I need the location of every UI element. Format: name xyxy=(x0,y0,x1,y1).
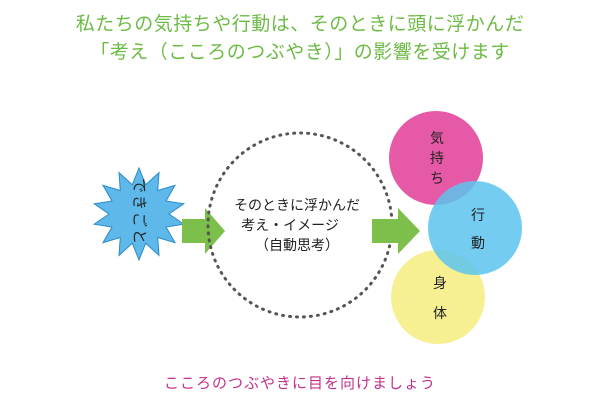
thought-line-3: （自動思考） xyxy=(255,238,339,254)
arrow-thought-to-outcomes xyxy=(372,208,420,254)
action-label: 行動 xyxy=(471,208,485,252)
body-label-char: 体 xyxy=(433,306,447,322)
feeling-circle xyxy=(389,111,483,205)
feeling-label-char: 持 xyxy=(430,151,444,167)
arrow-event-to-thought xyxy=(182,208,225,254)
body-label: 身体 xyxy=(433,276,447,322)
thought-line-2: 考え・イメージ xyxy=(241,218,339,234)
action-label-char: 動 xyxy=(471,236,485,252)
feeling-label-char: ち xyxy=(430,171,444,187)
header-line-1: 私たちの気持ちや行動は、そのときに頭に浮かんだ xyxy=(75,13,525,35)
body-label-char: 身 xyxy=(433,276,447,292)
body-circle xyxy=(391,250,485,344)
action-circle xyxy=(428,181,522,275)
event-label: できごと xyxy=(131,178,149,246)
header-line-2: 「考え（こころのつぶやき）」の影響を受けます xyxy=(90,41,510,63)
footer-message: こころのつぶやきに目を向けましょう xyxy=(163,374,436,392)
thought-line-1: そのときに浮かんだ xyxy=(234,198,360,214)
event-starburst xyxy=(92,166,186,262)
action-label-char: 行 xyxy=(471,208,485,224)
feeling-label-char: 気 xyxy=(430,131,444,147)
feeling-label: 気持ち xyxy=(430,131,444,187)
